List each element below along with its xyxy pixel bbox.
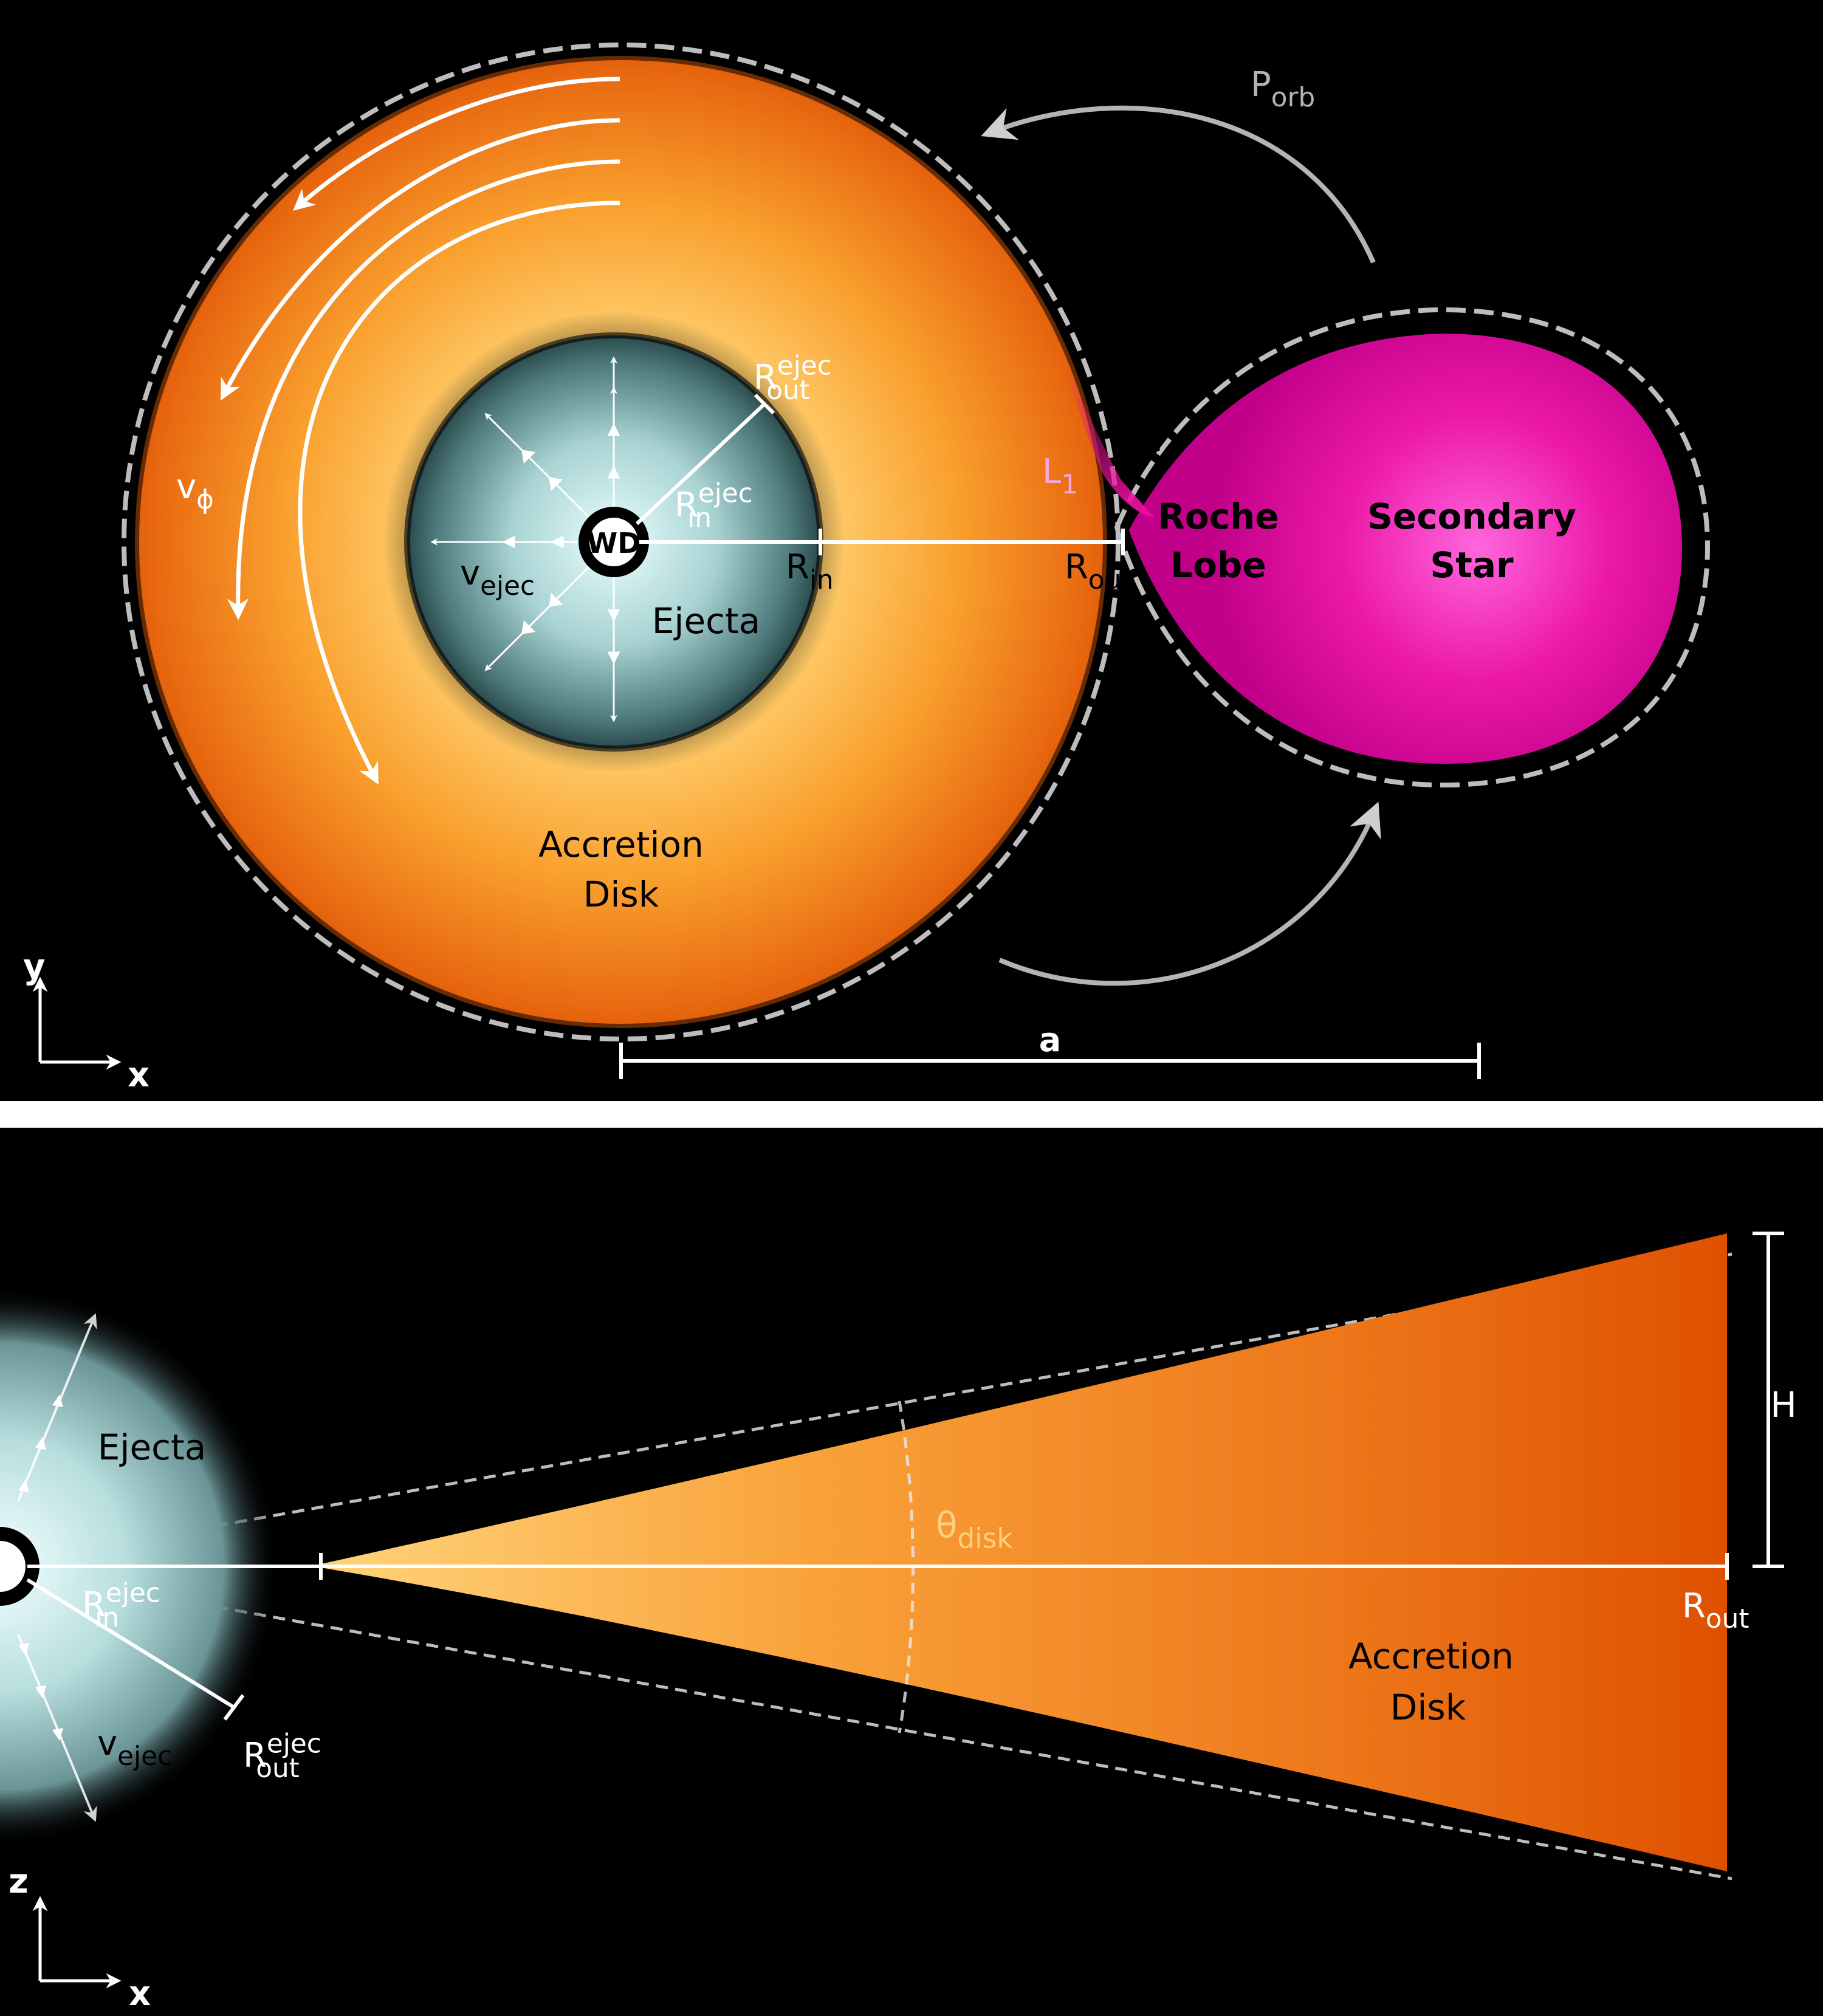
- ejecta-label: Ejecta: [652, 600, 761, 642]
- top-panel: Accretion Disk Ejecta WD Roche Lobe Seco…: [23, 43, 1711, 1095]
- roche-lobe-outline: [1114, 307, 1711, 788]
- white-dwarf-side: [0, 1541, 26, 1592]
- secondary-star-label-line2: Star: [1430, 544, 1514, 586]
- v-phi-arrows: [221, 77, 620, 785]
- disk-label-side-line2: Disk: [1390, 1687, 1466, 1728]
- disk-label-side-line1: Accretion: [1348, 1636, 1514, 1677]
- wd-label: WD: [587, 527, 641, 560]
- r-in-label: Rin: [786, 547, 834, 595]
- disk-label-line1: Accretion: [538, 824, 704, 865]
- accretion-disk-wedge: [321, 1233, 1727, 1871]
- height-label: H: [1770, 1384, 1797, 1425]
- r-out-label-side: Rout: [1682, 1586, 1749, 1634]
- v-ejec-label-side: vejec: [97, 1724, 172, 1772]
- cone-lower-dashed: [24, 1571, 1732, 1881]
- separation-label: a: [1039, 1021, 1061, 1059]
- xy-axes: [32, 976, 122, 1070]
- axis-x-label-top: x: [128, 1055, 149, 1095]
- r-in-label-side: Rin: [335, 1586, 383, 1634]
- secondary-star: [1119, 324, 1691, 773]
- v-ejec-label: vejec: [460, 554, 535, 602]
- mass-transfer-rate-label: Ṁ: [1128, 417, 1163, 459]
- axis-x-label-bottom: x: [129, 1974, 151, 2014]
- r-in-ejec-line: [635, 402, 766, 526]
- xz-axes: [32, 1896, 122, 1989]
- white-dwarf: [589, 518, 638, 566]
- panel-separator: [0, 1101, 1823, 1128]
- ejecta-label-side: Ejecta: [98, 1427, 207, 1468]
- v-phi-label: vϕ: [176, 467, 214, 515]
- disk-label-line2: Disk: [583, 874, 659, 915]
- secondary-star-label-line1: Secondary: [1367, 496, 1576, 537]
- ejecta-velocity-arrows-side: [17, 1313, 97, 1822]
- axis-y-label: y: [23, 947, 46, 987]
- r-out-label: Rout: [1065, 547, 1131, 595]
- roche-lobe-label-line2: Lobe: [1170, 544, 1266, 586]
- theta-disk-label: θdisk: [936, 1504, 1013, 1554]
- orbit-arrow-top: [981, 105, 1376, 264]
- p-orb-label: Porb: [1251, 65, 1315, 113]
- l1-label: L1: [1042, 452, 1078, 500]
- orbit-arrow-bottom: [998, 801, 1381, 986]
- ejecta-velocity-arrows: [430, 356, 617, 722]
- r-out-ejec-line: [26, 1578, 235, 1709]
- roche-lobe-label-line1: Roche: [1158, 496, 1279, 537]
- axis-z-label: z: [9, 1862, 29, 1901]
